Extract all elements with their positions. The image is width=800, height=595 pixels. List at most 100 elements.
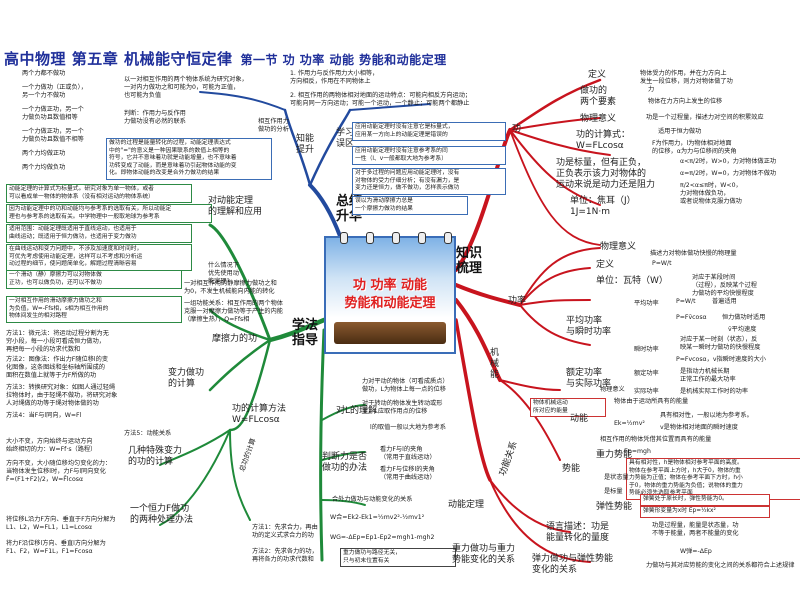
center-title-line2: 势能和动能定理 — [344, 296, 436, 311]
left-item-3: 一个力做正功，另一个 力做负功且数值相等 — [22, 106, 84, 121]
jixie-dongneng: 动能 — [570, 414, 589, 424]
branch-jisuan: 功的计算方法 W=FLcosα — [232, 404, 287, 425]
top-item-3: 相互作用力 做功的分析 — [258, 118, 289, 133]
jixie-zl-formula: Ep=mgh — [624, 448, 651, 455]
gong-jisuanshi-note: F为作用力，l为物体相对地面 的位移，α为力与位移间的夹角 — [652, 140, 737, 155]
gonglv-shiji-note: 是机械实际工作时的功率 — [680, 388, 749, 395]
gong-case-3: π/2<α≤π时，W<0， 力对物体做负功， 或者说物体克服力做功 — [680, 182, 742, 205]
duiL-2: 对于转动的物体发生转动或形 变，L应取作用点的位移 — [362, 400, 443, 415]
gonglv-eding-gl: 额定功率 — [634, 370, 659, 377]
gonglv-shunshi-note: 对应于某一时刻（状态），反 映某一瞬时力做功的快慢程度 — [680, 336, 761, 351]
binder-ring-icon — [418, 232, 426, 244]
dongneng-question: 什么情况下 优先使用动 能定理? — [208, 262, 239, 285]
binder-ring-icon — [392, 232, 400, 244]
gx-tl-note: 力做功与其对应势能的变化之间的关系都符合上述规律 — [646, 562, 795, 569]
dongli-4: 重力做功与路径无关， 只与初末位置有关 — [340, 548, 456, 567]
gong-danwei: 单位：焦耳（J） 1J=1N·m — [570, 196, 636, 217]
branch-donglineng: 动能定理 — [448, 500, 485, 510]
branch-zhongli-gx: 重力做功与重力 势能变化的关系 — [452, 544, 516, 565]
gonglv-shunshi-formula: P=Fvcosα，v指瞬时速度的大小 — [676, 356, 766, 363]
binder-ring-icon — [444, 232, 452, 244]
gonglv-danwei-note: 对应于某段时间 （过程），反映某个过程 力做功的平均快慢程度 — [692, 274, 757, 297]
left-mid-3: 做功的过程是能量转化的过程，动能定理表达式 中的"="的意义是一种因果联系的数值… — [106, 138, 272, 180]
jixie-tx-2: 弹簧形变量为x时 Ep=½kx² — [640, 506, 770, 518]
branch-hengli: 一个恒力F做功 的两种处理办法 — [130, 504, 194, 525]
dongli-1: 合外力做功与动能变化的关系 — [332, 496, 413, 503]
chapter-title: 高中物理 第五章 机械能守恒定律 — [4, 50, 233, 68]
left-item-1: 两个力都不做功 — [22, 70, 66, 77]
friction-4: 一对相互作用的滑动摩擦力做功之和 为负值，W=-Ffs相，s相为相互作用的 物体… — [6, 296, 182, 323]
varforce-2: 方法2：图像法：作出力F随位移l的变 化图像，这条图线和坐标轴所围成的 面积在数… — [6, 356, 109, 379]
hub-method: 学法 指导 — [292, 318, 319, 348]
gonglv-yiyi-text: 描述力对物体做功快慢的物理量 — [650, 250, 737, 257]
duiL-3: l的取值一般以大地为参考系 — [370, 424, 446, 431]
gonglv-pingjun-gl: 平均功率 — [634, 300, 659, 307]
branch-jizhong: 几种特殊变力 的功的计算 — [128, 446, 183, 467]
varforce-5: 方法5：动能关系 — [124, 430, 172, 437]
branch-bianli: 变力做功 的计算 — [168, 368, 205, 389]
jixie-zl-note: 具有相对性，h是物体相对参考平面的高度。 物体在参考平面上方时，h大于0，物体的… — [626, 458, 800, 500]
jixie-dn-1: 物体由于运动所具有的能量 — [614, 398, 689, 405]
mistake-2: 应用动能定理时没有注意参考系的同 一性（l、v一般都取大地为参考系） — [352, 146, 506, 165]
branch-gonglv: 功率 — [508, 296, 527, 306]
mistake-3: 对于多过程的问题应用动能定理时，没有 对物体的受力仔细分析；有没有漏力，是 变力… — [352, 168, 506, 195]
gong-yaosu-2: 物体在力方向上发生的位移 — [648, 98, 723, 105]
branch-panduan: 判断力是否 做功的办法 — [322, 452, 368, 473]
gonglv-p-formula-2: P=Fv̄cosα — [676, 314, 707, 321]
blue-branches — [199, 91, 431, 238]
gonglv-shiji-gl: 实际功率 — [634, 388, 659, 395]
jixie-header: 物体机械运动 所对应的能量 — [530, 398, 606, 417]
hub-knowledge: 知识 梳理 — [456, 246, 483, 276]
total-1: 方法1：先求合力，再由 功的定义式求合力的功 — [252, 524, 318, 539]
jixie-dn-4: 相互作用的物体凭借其位置而具有的能量 — [600, 436, 712, 443]
friction-2: 一对相互作用的静摩擦力做功之和 为0，不发生机械能向内能的转化 — [184, 280, 277, 295]
center-title-line1: 功 功率 动能 — [352, 278, 428, 293]
varforce-3: 方法3：转换研究对象：如图人通过轻绳 拉物体时，由于轻绳不做功，将研究对象 人对… — [6, 384, 118, 407]
gonglv-p-label-1: 普遍适用 — [712, 298, 737, 305]
gx-yuyan-note: 功是过程量，能量是状态量，功 不等于能量，两者不能量的变化 — [652, 522, 739, 537]
gonglv-shunshi: 瞬时功率 — [634, 346, 659, 353]
gonglv-dingyi-formula: P=W/t — [652, 260, 672, 267]
jixie-shineng: 势能 — [562, 464, 581, 474]
left-item-6: 两个力均做负功 — [22, 164, 66, 171]
gx-tl-formula: W弹=-ΔEp — [680, 548, 712, 555]
dongneng-rule-1: 动能定理的计算式为标量式。研究对象为单一物体，或者 可以看成单一物体的物体系（没… — [6, 184, 192, 203]
left-mid-1: 以一对相互作用的两个物体系统为研究对象， 一对内力做功之和可能为0，可能为正值，… — [124, 76, 248, 99]
duiL-1: 力对平动的物体（可看成质点） 做功，L为物体上每一点的位移 — [362, 378, 449, 393]
landscape-image — [334, 322, 446, 344]
branch-gong: 功 — [512, 124, 522, 134]
jixie-dn-3: v是物体相对地面的瞬时速度 — [660, 424, 738, 431]
gong-yaosu: 做功的 两个要素 — [580, 86, 617, 107]
special-4: 将力F沿位移l方向、垂直l方向分解为 F1、F2，W=F1L，F1=Fcosα — [6, 540, 106, 555]
special-2: 方向不变，大小随位移均匀变化的力： 当物体发生位移l时，力F与l同向变化 F̄=… — [6, 460, 112, 483]
gonglv-p-formula-1: P=W/t — [676, 298, 696, 305]
gong-dingyi-text: 物体受力的作用，并在力方向上 发生一段位移，则力对物体做了功 — [640, 70, 733, 85]
jixie-tx-1: 弹簧处于原长时，弹性势能为0。 — [640, 494, 770, 506]
gong-dingyi: 定义 — [588, 70, 607, 80]
gong-wuliyiyi: 物理意义 — [580, 114, 617, 124]
branch-xuexi: 学习 误区 — [336, 128, 355, 149]
dongneng-rule-2: 因为动能定理中的功和动能均与参考系的选取有关，所以动能定 理也与参考系的选取有关… — [6, 204, 212, 223]
dongli-3: WG=-ΔEp=Ep1-Ep2=mgh1-mgh2 — [330, 534, 435, 541]
varforce-4: 方法4：当F与l同向，W=Fl — [6, 412, 82, 419]
gong-case-1: α<π/2时，W>0，力对物体做正功 — [680, 158, 777, 165]
gonglv-pingjun: 平均功率 与瞬时功率 — [566, 316, 612, 337]
section-title: 第一节 功 功率 动能 势能和动能定理 — [240, 53, 447, 67]
jixie-shi-bl: 是标量 — [604, 488, 623, 495]
panduan-2: 看力F与位移l的夹角 （常用于曲线运动） — [380, 466, 436, 481]
gonglv-danwei: 单位：瓦特（W） — [596, 276, 668, 286]
page-title: 高中物理 第五章 机械能守恒定律第一节 功 功率 动能 势能和动能定理 — [4, 48, 447, 69]
branch-duili: 对动能定理 的理解和应用 — [208, 196, 263, 217]
jixie-dn-formula: Ek=½mv² — [614, 420, 645, 427]
left-item-5: 两个力均做正功 — [22, 150, 66, 157]
jixie-tanxing: 弹性势能 — [596, 502, 633, 512]
gong-biaoliang: 功是标量，但有正负， 正负表示该力对物体的 运动来说是动力还是阻力 — [556, 158, 656, 190]
jixie-dn-2: 具有相对性，一般以地为参考系。 — [660, 412, 753, 419]
jixie-zhonglishineng: 重力势能 — [596, 450, 633, 460]
gonglv-dingyi: 定义 — [596, 260, 615, 270]
left-mid-2: 判断：作用力与反作用 力做功没有必然的联系 — [124, 110, 186, 125]
dongli-2: W合=Ek2-Ek1=½mv2²-½mv1² — [330, 514, 425, 521]
top-item-1: 1. 作用力与反作用力大小相等， 方向相反，作用在不同物体上 — [290, 70, 379, 85]
branch-jixieneng: 机 械 能 — [490, 348, 500, 380]
